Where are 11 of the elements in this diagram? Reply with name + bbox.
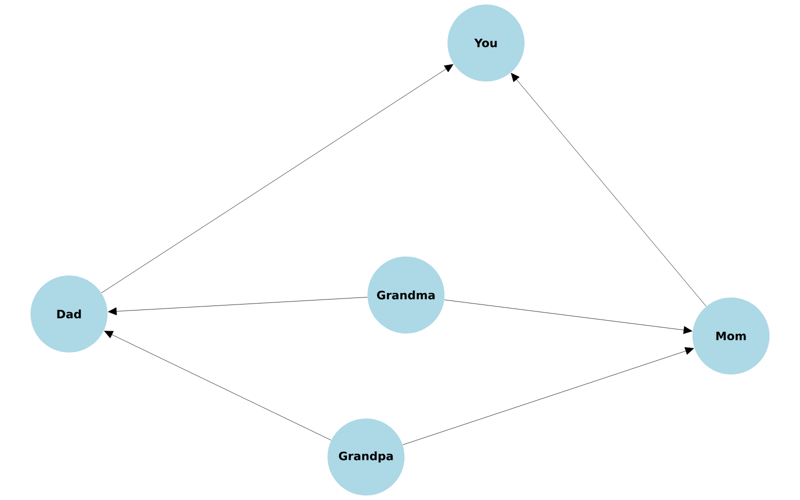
graph-node: Grandma (368, 256, 444, 334)
arrow (402, 347, 694, 446)
graph-node: Grandpa (328, 418, 404, 496)
graph-node: Dad (30, 276, 108, 352)
arrow (101, 64, 454, 294)
arrow (444, 300, 692, 334)
graph-node: You (448, 4, 524, 82)
graph-node: Mom (692, 298, 770, 374)
arrow (510, 72, 706, 306)
arrow (108, 296, 368, 316)
arrow (104, 330, 332, 440)
